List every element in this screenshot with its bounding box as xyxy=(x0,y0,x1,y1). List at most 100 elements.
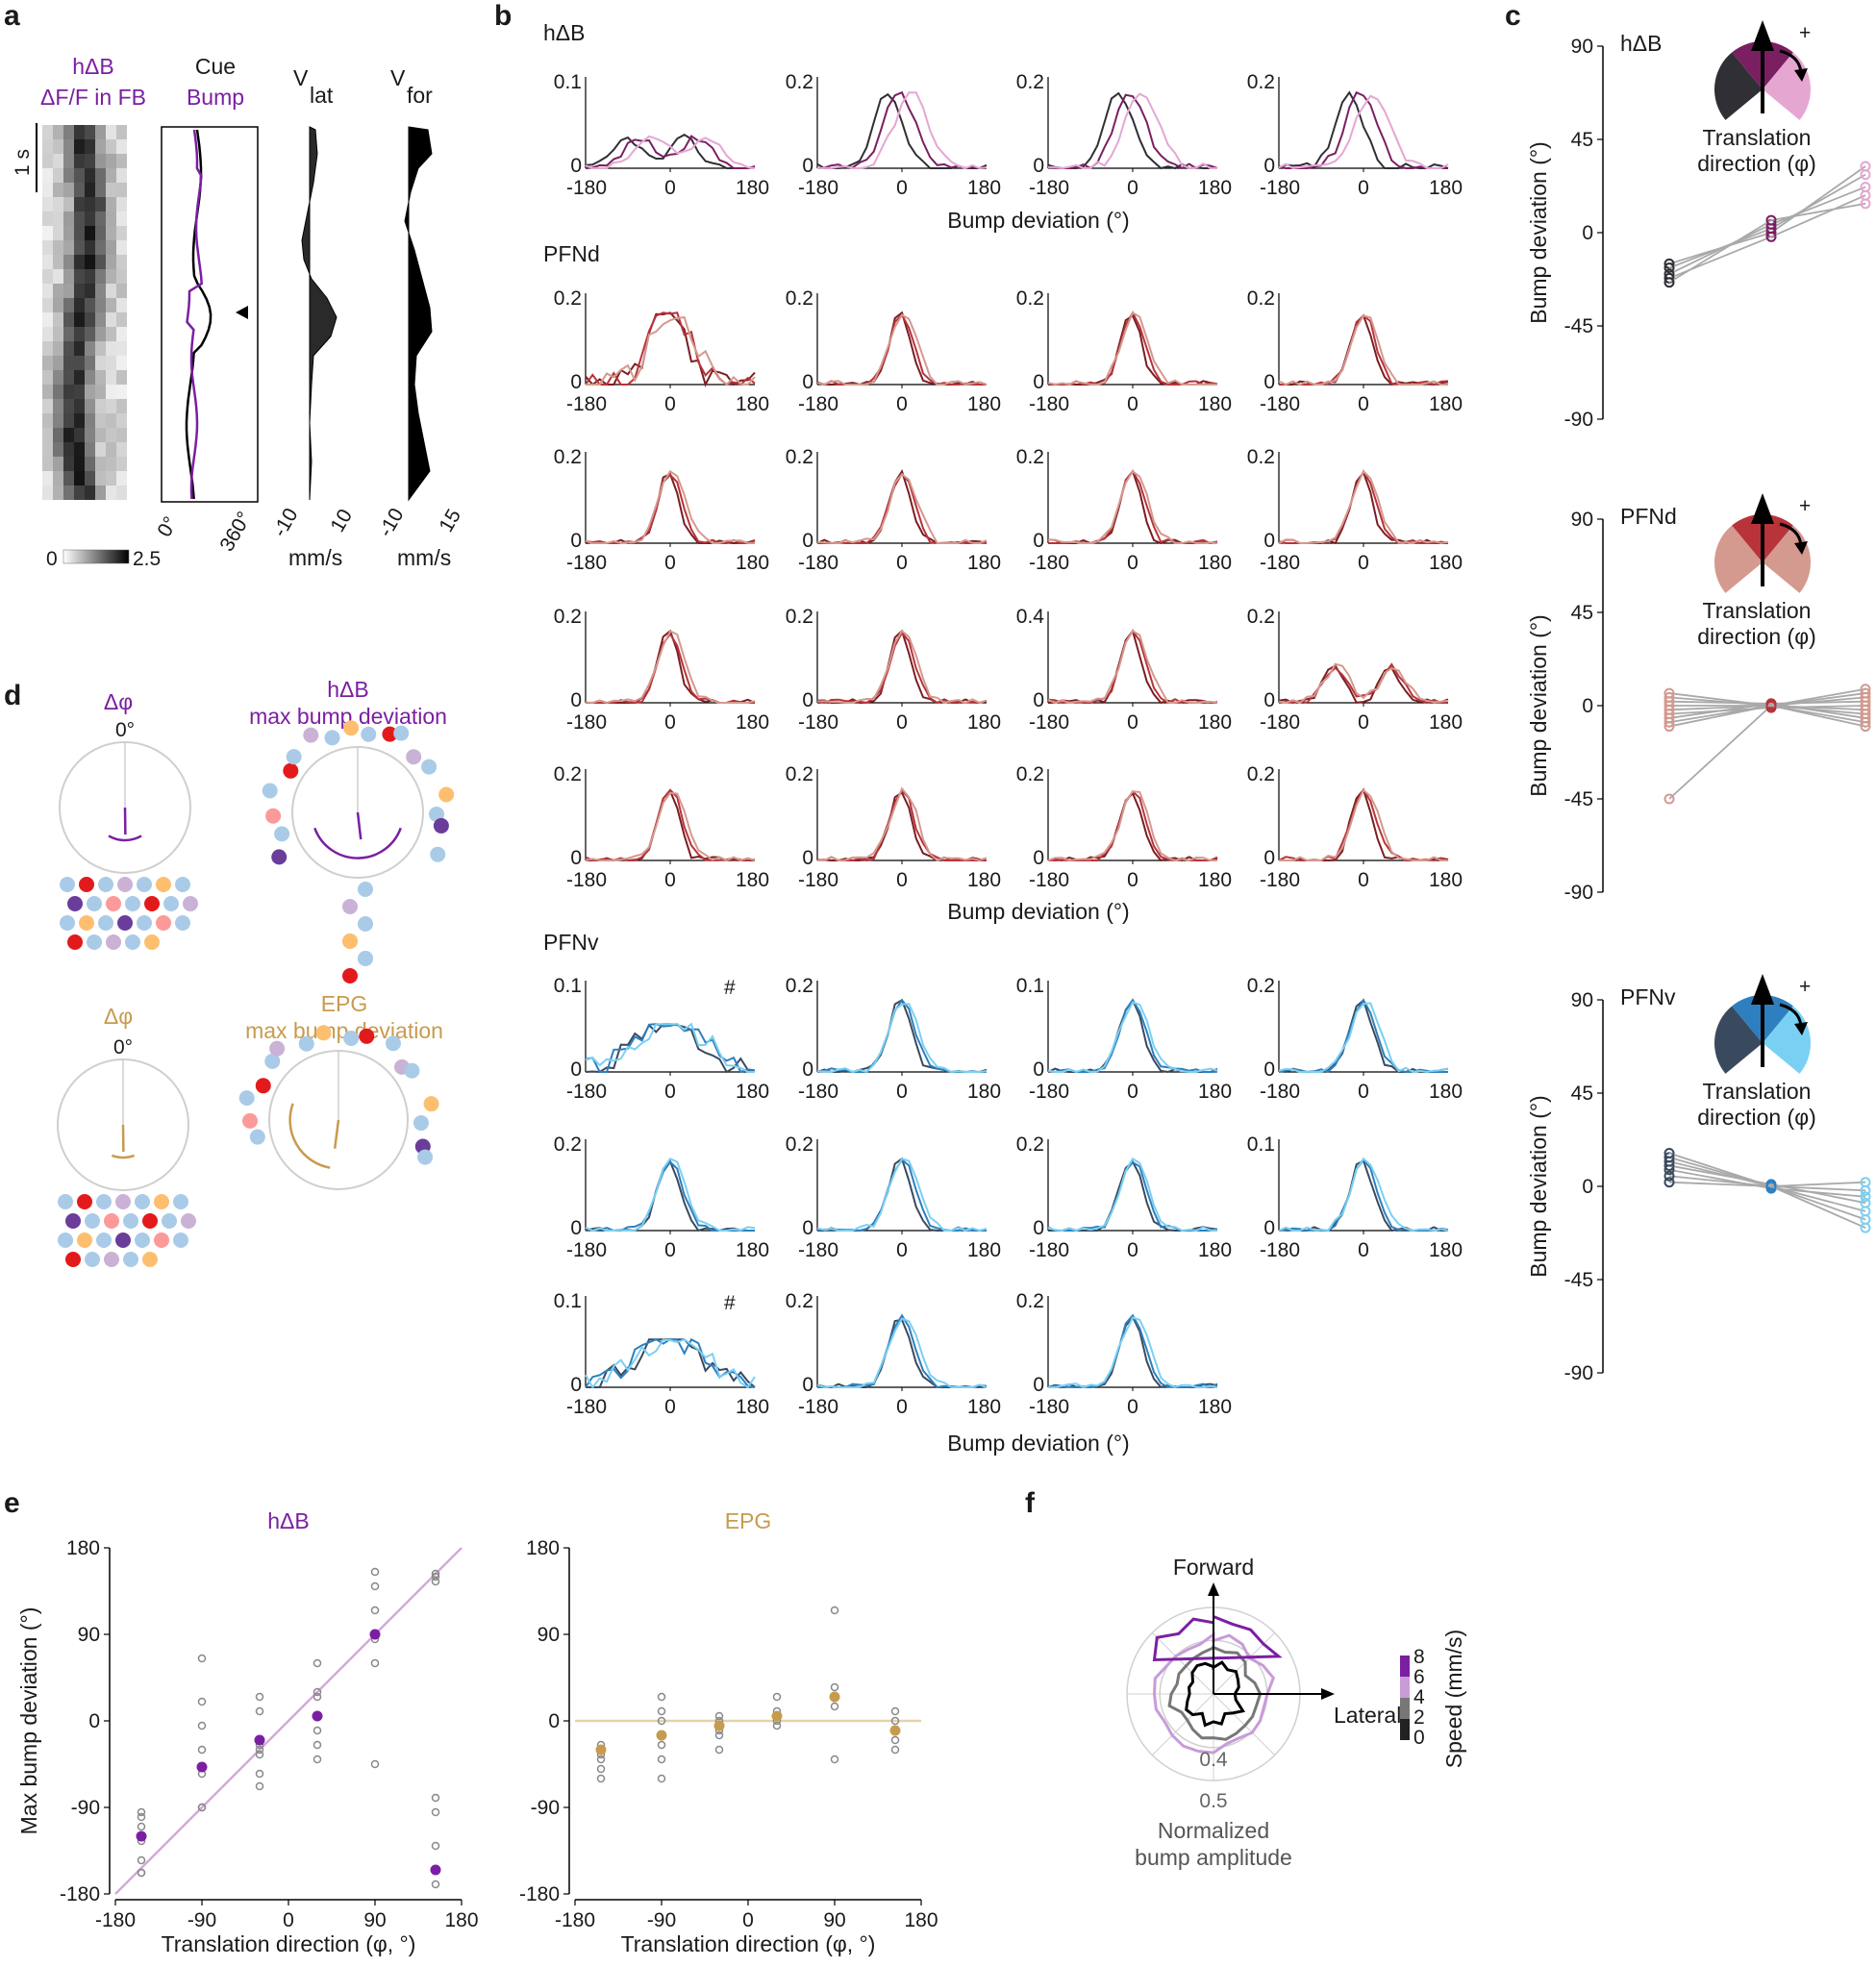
e-trial-point xyxy=(657,1692,666,1702)
hist-zero-label: 0 xyxy=(1263,371,1275,393)
d-dot xyxy=(104,1213,119,1229)
d-dot xyxy=(382,726,398,742)
hist-hash-mark: # xyxy=(724,977,736,999)
hist-xtick-min: -180 xyxy=(566,393,607,415)
d-mean-vector xyxy=(356,811,363,840)
e-trial-point xyxy=(255,1769,264,1779)
heatmap-cell xyxy=(85,428,95,442)
c-pair-line xyxy=(1668,700,1866,719)
hist-xtick-min: -180 xyxy=(1029,869,1069,891)
hist-trace xyxy=(1047,1157,1218,1232)
e-trial-point xyxy=(596,1774,606,1783)
hist-ymax-label: 0.2 xyxy=(786,446,813,468)
c-legend-line2: direction (φ) xyxy=(1697,624,1816,649)
heatmap-cell xyxy=(42,240,53,255)
panel-e: -180-180-90-90009090180180hΔBTranslation… xyxy=(16,1508,938,1956)
hist-trace xyxy=(1047,790,1217,862)
heatmap-cell xyxy=(63,327,74,341)
hist-xtick-min: -180 xyxy=(798,1396,838,1418)
hist-xtick-max: 180 xyxy=(1198,552,1232,574)
c-ytick-label: 90 xyxy=(1571,509,1593,531)
heatmap-cell xyxy=(116,442,127,457)
d-dot xyxy=(262,783,278,799)
heatmap-cell xyxy=(85,442,95,457)
heatmap-cell xyxy=(95,269,106,284)
heatmap-cell xyxy=(85,312,95,327)
heatmap-cell xyxy=(85,399,95,413)
e-trial-point xyxy=(313,1755,322,1764)
hist-zero-label: 0 xyxy=(802,155,813,177)
hist-zero-label: 0 xyxy=(1033,155,1044,177)
hist-xtick-zero: 0 xyxy=(664,1081,676,1103)
hist-zero-label: 0 xyxy=(1033,847,1044,869)
hist-xtick-zero: 0 xyxy=(896,1396,908,1418)
e-ylabel: Max bump deviation (°) xyxy=(16,1607,41,1835)
heatmap-cell xyxy=(63,139,74,154)
heatmap-cell xyxy=(106,471,116,486)
hist-xtick-zero: 0 xyxy=(1127,711,1138,734)
heatmap-cell xyxy=(74,457,85,471)
heatmap-cell xyxy=(95,399,106,413)
d-dot xyxy=(77,1232,92,1248)
e-trial-point xyxy=(313,1692,322,1702)
cue-tick-0: 0° xyxy=(153,513,182,541)
hist-trace xyxy=(1047,92,1217,170)
c-point-right xyxy=(1860,1191,1871,1203)
heatmap-cell xyxy=(85,356,95,370)
heatmap-cell xyxy=(106,385,116,399)
d-dot xyxy=(60,915,75,931)
panel-letter-f: f xyxy=(1025,1487,1036,1519)
heatmap-cell xyxy=(53,442,63,457)
heatmap-cell xyxy=(74,284,85,298)
e-ytick-label: 180 xyxy=(66,1537,100,1559)
heatmap-cell xyxy=(106,370,116,385)
hist-xtick-max: 180 xyxy=(1198,1239,1232,1261)
d-dot xyxy=(144,934,160,950)
e-trial-point xyxy=(830,1682,839,1692)
c-wedge-left xyxy=(1714,1006,1763,1074)
heatmap-cell xyxy=(74,154,85,168)
hist-ymax-label: 0.1 xyxy=(554,975,582,997)
e-xtick-label: -180 xyxy=(95,1909,136,1931)
heatmap-cell xyxy=(42,399,53,413)
heatmap-cell xyxy=(74,341,85,356)
d-dot xyxy=(417,1149,434,1165)
e-trial-point xyxy=(657,1716,666,1726)
hist-trace xyxy=(1047,789,1218,862)
d-dot xyxy=(154,1194,169,1209)
heatmap-cell xyxy=(106,486,116,500)
hist-ymax-label: 0.2 xyxy=(554,763,582,785)
e-trial-point xyxy=(431,1569,440,1579)
heatmap-cell xyxy=(42,370,53,385)
c-wedge-left xyxy=(1713,52,1763,120)
d-dot xyxy=(85,1213,100,1229)
hist-trace xyxy=(1278,1158,1449,1232)
heatmap-cell xyxy=(116,154,127,168)
heatmap-cell xyxy=(106,341,116,356)
heatmap-cell xyxy=(74,212,85,226)
f-colorbar-segment xyxy=(1400,1656,1410,1677)
hist-trace xyxy=(1278,90,1449,169)
heatmap-cell xyxy=(42,413,53,428)
c-ylabel: Bump deviation (°) xyxy=(1526,614,1551,796)
e-title: EPG xyxy=(725,1508,772,1533)
hist-zero-label: 0 xyxy=(1263,530,1275,552)
heatmap-cell xyxy=(42,284,53,298)
hist-zero-label: 0 xyxy=(1263,689,1275,711)
hist-trace xyxy=(1279,787,1449,862)
d-dot xyxy=(96,1232,112,1248)
heatmap-cell xyxy=(116,327,127,341)
f-lateral-label: Lateral xyxy=(1334,1703,1401,1728)
d-dot xyxy=(106,934,121,950)
c-ytick-label: 0 xyxy=(1582,222,1593,244)
hist-trace xyxy=(586,629,756,704)
hist-trace xyxy=(585,1159,755,1232)
heatmap-cell xyxy=(95,183,106,197)
hist-xtick-max: 180 xyxy=(1429,869,1463,891)
heatmap-cell xyxy=(95,370,106,385)
heatmap-cell xyxy=(63,212,74,226)
heatmap-cell xyxy=(116,197,127,212)
vfor-subscript: for xyxy=(407,83,433,108)
